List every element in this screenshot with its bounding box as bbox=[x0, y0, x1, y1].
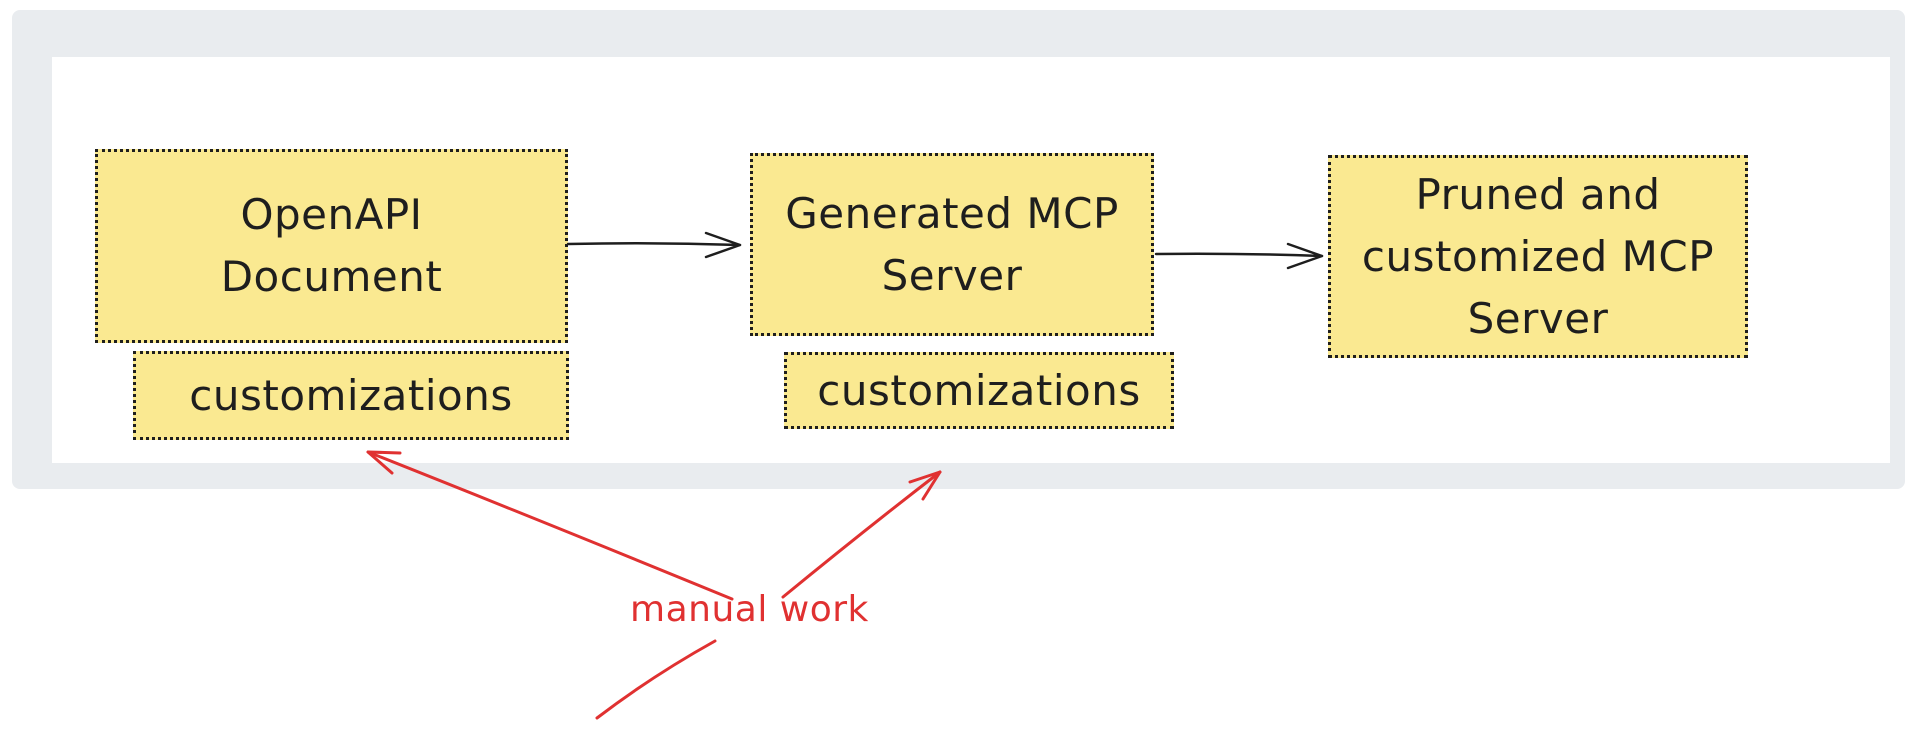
node-label-line: customizations bbox=[189, 370, 513, 420]
node-pruned-customized-mcp-server: Pruned and customized MCP Server bbox=[1328, 155, 1748, 358]
node-label-line: customized MCP bbox=[1361, 231, 1715, 281]
node-label-line: Server bbox=[1467, 293, 1609, 343]
node-label-line: Generated MCP bbox=[785, 188, 1119, 238]
node-customizations-2: customizations bbox=[784, 352, 1174, 429]
node-label-line: Pruned and bbox=[1415, 169, 1661, 219]
node-label-line: Server bbox=[881, 250, 1023, 300]
node-label-line: Document bbox=[220, 252, 443, 301]
node-openapi-document: OpenAPI Document bbox=[95, 149, 568, 343]
node-generated-mcp-server: Generated MCP Server bbox=[750, 153, 1154, 336]
node-label-line: customizations bbox=[817, 365, 1141, 415]
manual-work-label: manual work bbox=[630, 589, 869, 630]
red-line-manual-tail-icon bbox=[595, 639, 717, 720]
red-arrow-to-customizations-2-icon bbox=[781, 470, 942, 599]
node-label-line: OpenAPI bbox=[240, 190, 423, 239]
node-customizations-1: customizations bbox=[133, 351, 569, 440]
